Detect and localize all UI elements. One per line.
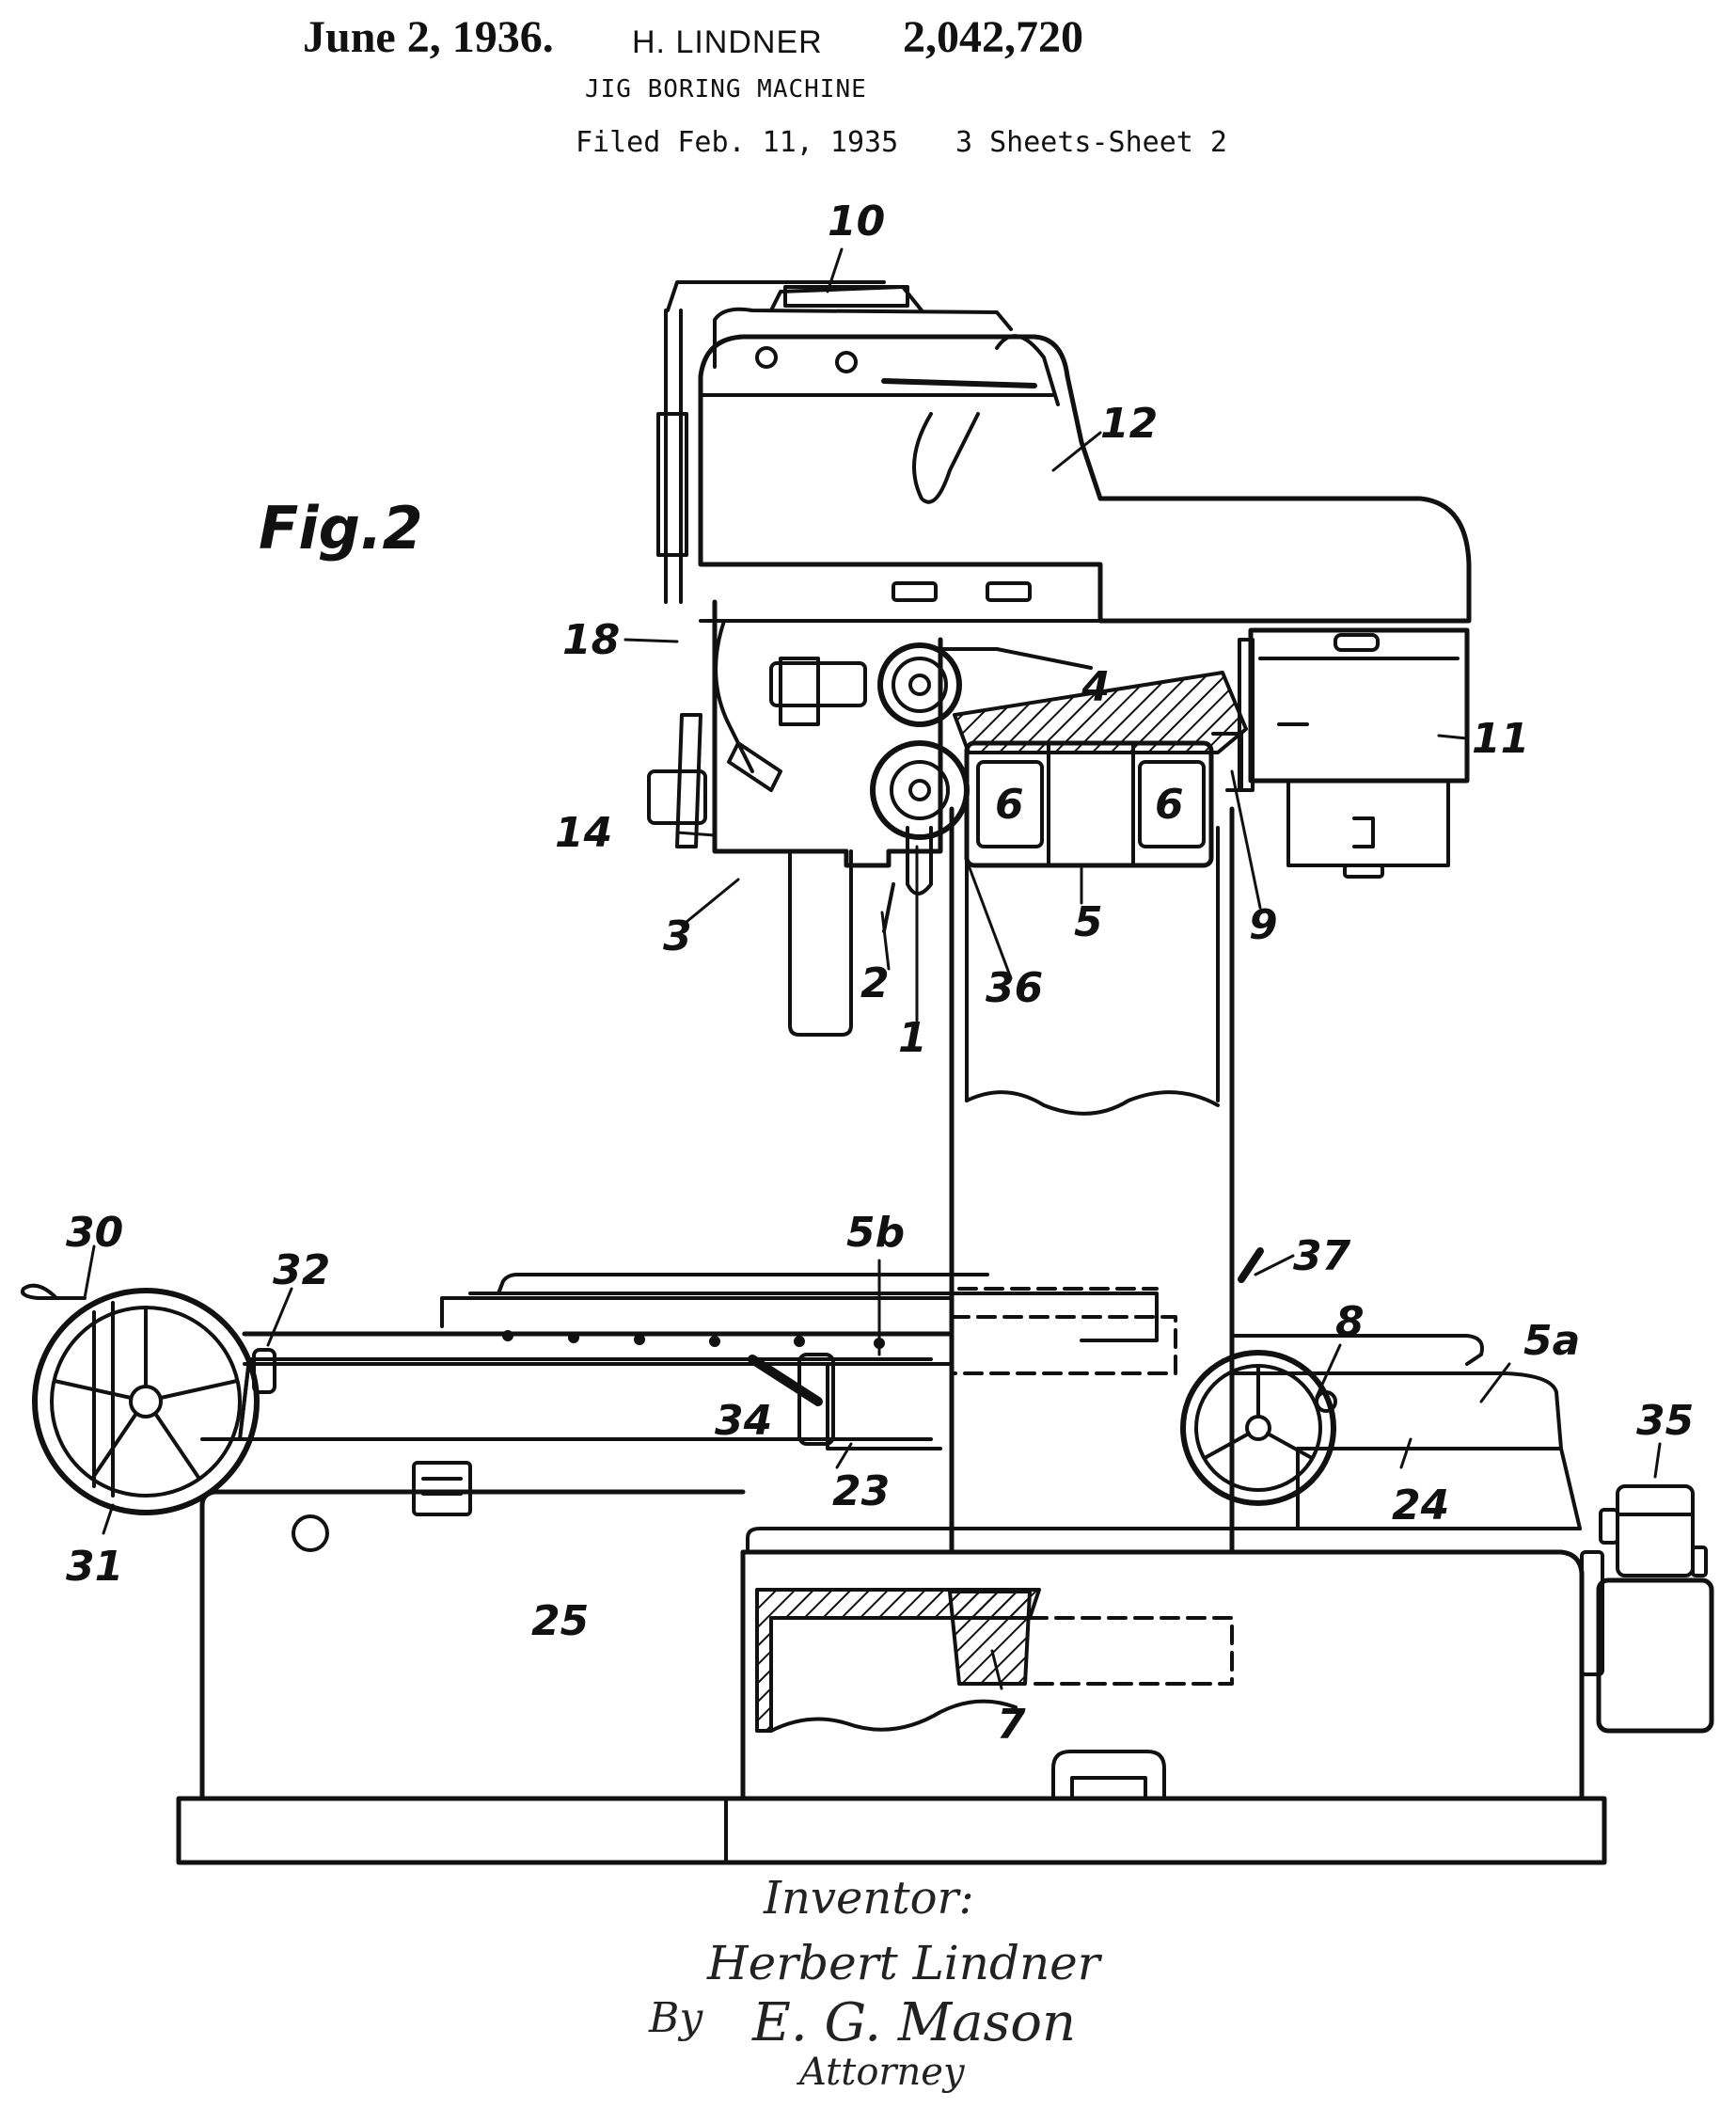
patent-number: 2,042,720 xyxy=(903,12,1083,62)
ref-numeral-18: 18 xyxy=(562,616,620,664)
column-cross-section xyxy=(953,671,1248,868)
inventor-header: H. LINDNER xyxy=(632,24,823,60)
ref-numeral-6b: 6 xyxy=(1155,781,1184,829)
lower-body xyxy=(199,1357,1585,1801)
inventor-signature: Herbert Lindner xyxy=(707,1936,1100,1990)
motor xyxy=(1238,627,1470,879)
column xyxy=(949,806,1235,1555)
ref-numeral-30: 30 xyxy=(66,1209,123,1257)
invention-title: JIG BORING MACHINE xyxy=(585,75,867,103)
by-label: By xyxy=(649,1994,703,2042)
base-bed xyxy=(176,1750,1607,1865)
ref-numeral-5a: 5a xyxy=(1523,1317,1580,1365)
ref-numeral-3: 3 xyxy=(663,912,692,960)
ref-numeral-14: 14 xyxy=(555,809,612,857)
ref-numeral-8: 8 xyxy=(1335,1298,1365,1346)
ref-numeral-25: 25 xyxy=(531,1597,589,1645)
ref-numeral-11: 11 xyxy=(1472,715,1529,763)
leader-lines xyxy=(83,247,1662,1690)
ref-numeral-31: 31 xyxy=(66,1543,123,1591)
ref-numeral-9: 9 xyxy=(1249,901,1278,949)
ref-numeral-4: 4 xyxy=(1081,663,1111,711)
ref-numeral-37: 37 xyxy=(1293,1232,1351,1280)
sheet-count: 3 Sheets-Sheet 2 xyxy=(955,126,1227,159)
ref-numeral-1: 1 xyxy=(898,1014,927,1062)
ref-numeral-2: 2 xyxy=(860,959,890,1007)
filed-date: Filed Feb. 11, 1935 xyxy=(576,126,899,159)
attorney-label: Attorney xyxy=(799,2051,965,2094)
handwheel-right xyxy=(1180,1350,1337,1506)
ref-numeral-34: 34 xyxy=(715,1397,772,1445)
ref-numeral-12: 12 xyxy=(1100,400,1158,448)
ref-numeral-5: 5 xyxy=(1074,898,1103,946)
patent-date: June 2, 1936. xyxy=(303,12,554,62)
ref-numeral-23: 23 xyxy=(832,1467,890,1515)
table-levers xyxy=(748,1247,1264,1446)
ref-numeral-32: 32 xyxy=(273,1246,330,1294)
figure-label: Fig.2 xyxy=(259,494,423,563)
reference-numerals: 10 12 18 4 11 6 6 14 3 2 36 5 9 1 30 32 … xyxy=(66,198,1694,1749)
ref-numeral-7: 7 xyxy=(997,1701,1026,1749)
attorney-signature: E. G. Mason xyxy=(752,1992,1077,2053)
handwheel-left xyxy=(21,1283,276,1515)
ref-numeral-36: 36 xyxy=(986,964,1043,1012)
inventor-label: Inventor: xyxy=(764,1872,974,1925)
spindle-head xyxy=(656,280,1472,624)
ref-numeral-35: 35 xyxy=(1636,1397,1694,1445)
coolant-pump xyxy=(1580,1484,1714,1734)
ref-numeral-5b: 5b xyxy=(846,1209,905,1257)
ref-numeral-24: 24 xyxy=(1392,1482,1449,1529)
column-base xyxy=(746,1484,1582,1733)
ref-numeral-6a: 6 xyxy=(995,781,1024,829)
head-saddle xyxy=(647,599,1093,1037)
ref-numeral-10: 10 xyxy=(828,198,885,246)
